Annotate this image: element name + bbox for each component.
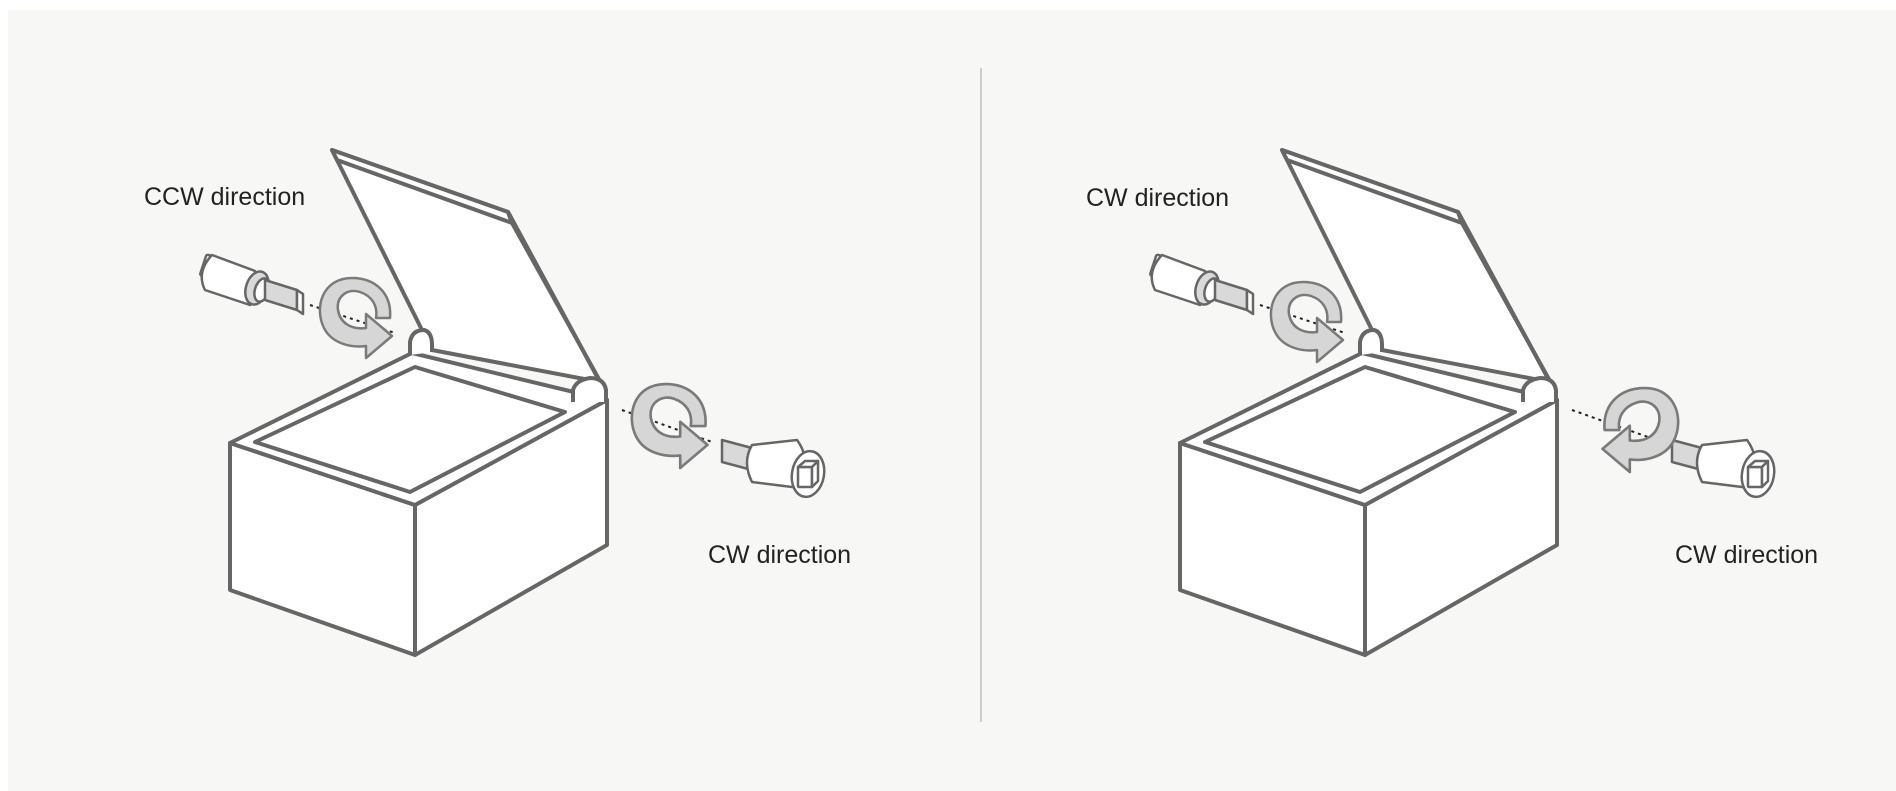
right-panel-left-label: CW direction [1086,184,1230,212]
ccw-rotation-arrow-icon [318,276,394,360]
cw-rotation-arrow-icon [1269,280,1345,364]
right-panel [1147,148,1780,657]
left-panel-left-label: CCW direction [144,183,306,211]
left-panel-right-label: CW direction [708,541,852,569]
left-panel [197,148,830,657]
right-panel-right-label: CW direction [1675,541,1819,569]
cw-rotation-arrow-icon [1601,386,1680,474]
